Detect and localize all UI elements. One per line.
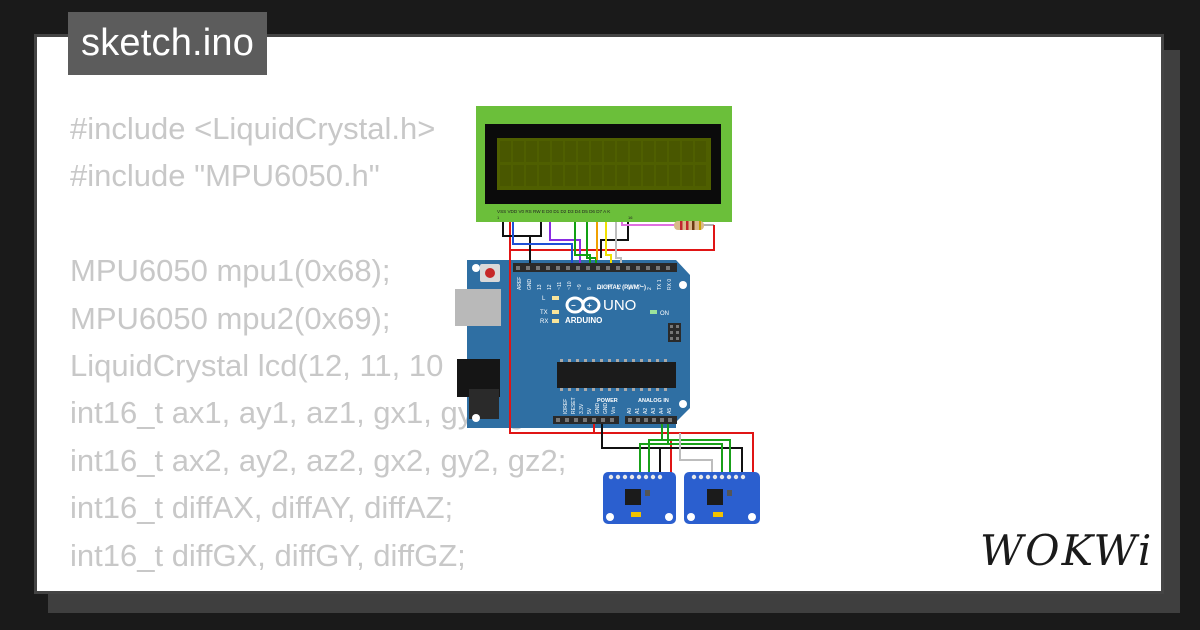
pin-label: A2 <box>643 408 649 414</box>
microcontroller-chip <box>557 362 676 388</box>
code-line: MPU6050 mpu2(0x69); <box>70 300 391 336</box>
pin-label: GND <box>603 403 609 415</box>
pin-label: ~5 <box>617 284 623 290</box>
pin-label: 13 <box>537 284 543 290</box>
led-tx-label: TX <box>540 310 548 316</box>
arduino-uno-board[interactable]: AREF GND 13 12 ~11 ~10 ~9 8 7 ~6 ~5 4 ~3… <box>455 260 690 428</box>
code-line: LiquidCrystal lcd(12, 11, 10 <box>70 348 444 384</box>
wokwi-logo: WOKWi <box>978 526 1150 576</box>
code-line: MPU6050 mpu1(0x68); <box>70 253 391 289</box>
reset-button[interactable] <box>485 268 495 278</box>
board-model: UNO <box>603 297 636 314</box>
lcd-display[interactable]: VSS VDD V0 RS RW E D0 D1 D2 D3 D4 D5 D6 … <box>476 106 732 222</box>
pin-label: A0 <box>627 408 633 414</box>
code-line: int16_t ax2, ay2, az2, gx2, gy2, gz2; <box>70 442 567 478</box>
power-label: POWER <box>597 398 618 404</box>
pin-label: 8 <box>587 287 593 290</box>
pin-label: 2 <box>647 287 653 290</box>
pin-label: RX 0 <box>667 279 673 290</box>
pin-label: A5 <box>667 408 673 414</box>
code-line: #include "MPU6050.h" <box>70 158 380 194</box>
svg-text:−: − <box>571 301 576 310</box>
pin-label: A1 <box>635 408 641 414</box>
pin-label: Vin <box>611 407 617 414</box>
arduino-infinity-icon <box>565 296 601 314</box>
lcd-pin-labels: VSS VDD V0 RS RW E D0 D1 D2 D3 D4 D5 D6 … <box>497 209 611 214</box>
pin-label: ~3 <box>637 284 643 290</box>
pin-label: IOREF <box>563 399 569 414</box>
board-brand: ARDUINO <box>565 316 602 325</box>
mpu6050-sensor-1[interactable] <box>603 472 676 524</box>
pin-label: ~9 <box>577 284 583 290</box>
file-name-tab[interactable]: sketch.ino <box>68 12 268 75</box>
lcd-pin-last: 16 <box>628 215 633 220</box>
pin-label: 4 <box>627 287 633 290</box>
wokwi-logo-mark: WOKWi <box>980 526 1150 575</box>
pin-label: RESET <box>571 397 577 414</box>
pin-label: ~6 <box>607 284 613 290</box>
lcd-pin-first: 1 <box>497 215 500 220</box>
pin-label: ~11 <box>557 282 563 290</box>
wires <box>502 222 754 476</box>
mpu6050-sensor-2[interactable] <box>684 472 760 524</box>
pin-label: TX 1 <box>657 279 663 290</box>
pin-label: 7 <box>597 287 603 290</box>
code-line: #include <LiquidCrystal.h> <box>70 111 436 146</box>
lcd-char-cells <box>500 141 706 186</box>
pin-label: GND <box>527 279 533 291</box>
wokwi-logo-text: WOKWi <box>980 526 1150 575</box>
pin-label: 5V <box>587 407 593 414</box>
pin-label: AREF <box>517 277 523 290</box>
pin-label: ~10 <box>567 281 573 290</box>
pin-label: A4 <box>659 408 665 414</box>
pin-label: 12 <box>547 284 553 290</box>
digital-header-label: DIGITAL (PWM ~) <box>597 285 646 291</box>
svg-text:+: + <box>587 301 592 310</box>
code-line: int16_t diffGX, diffGY, diffGZ; <box>70 537 466 573</box>
code-line: int16_t diffAX, diffAY, diffAZ; <box>70 490 454 526</box>
pin-label: 3.3V <box>579 403 585 414</box>
analog-label: ANALOG IN <box>638 398 669 404</box>
led-on-label: ON <box>660 311 669 317</box>
pin-label: GND <box>595 403 601 415</box>
pin-label: A3 <box>651 408 657 414</box>
led-rx-label: RX <box>540 319 548 325</box>
led-l-label: L <box>542 296 546 302</box>
